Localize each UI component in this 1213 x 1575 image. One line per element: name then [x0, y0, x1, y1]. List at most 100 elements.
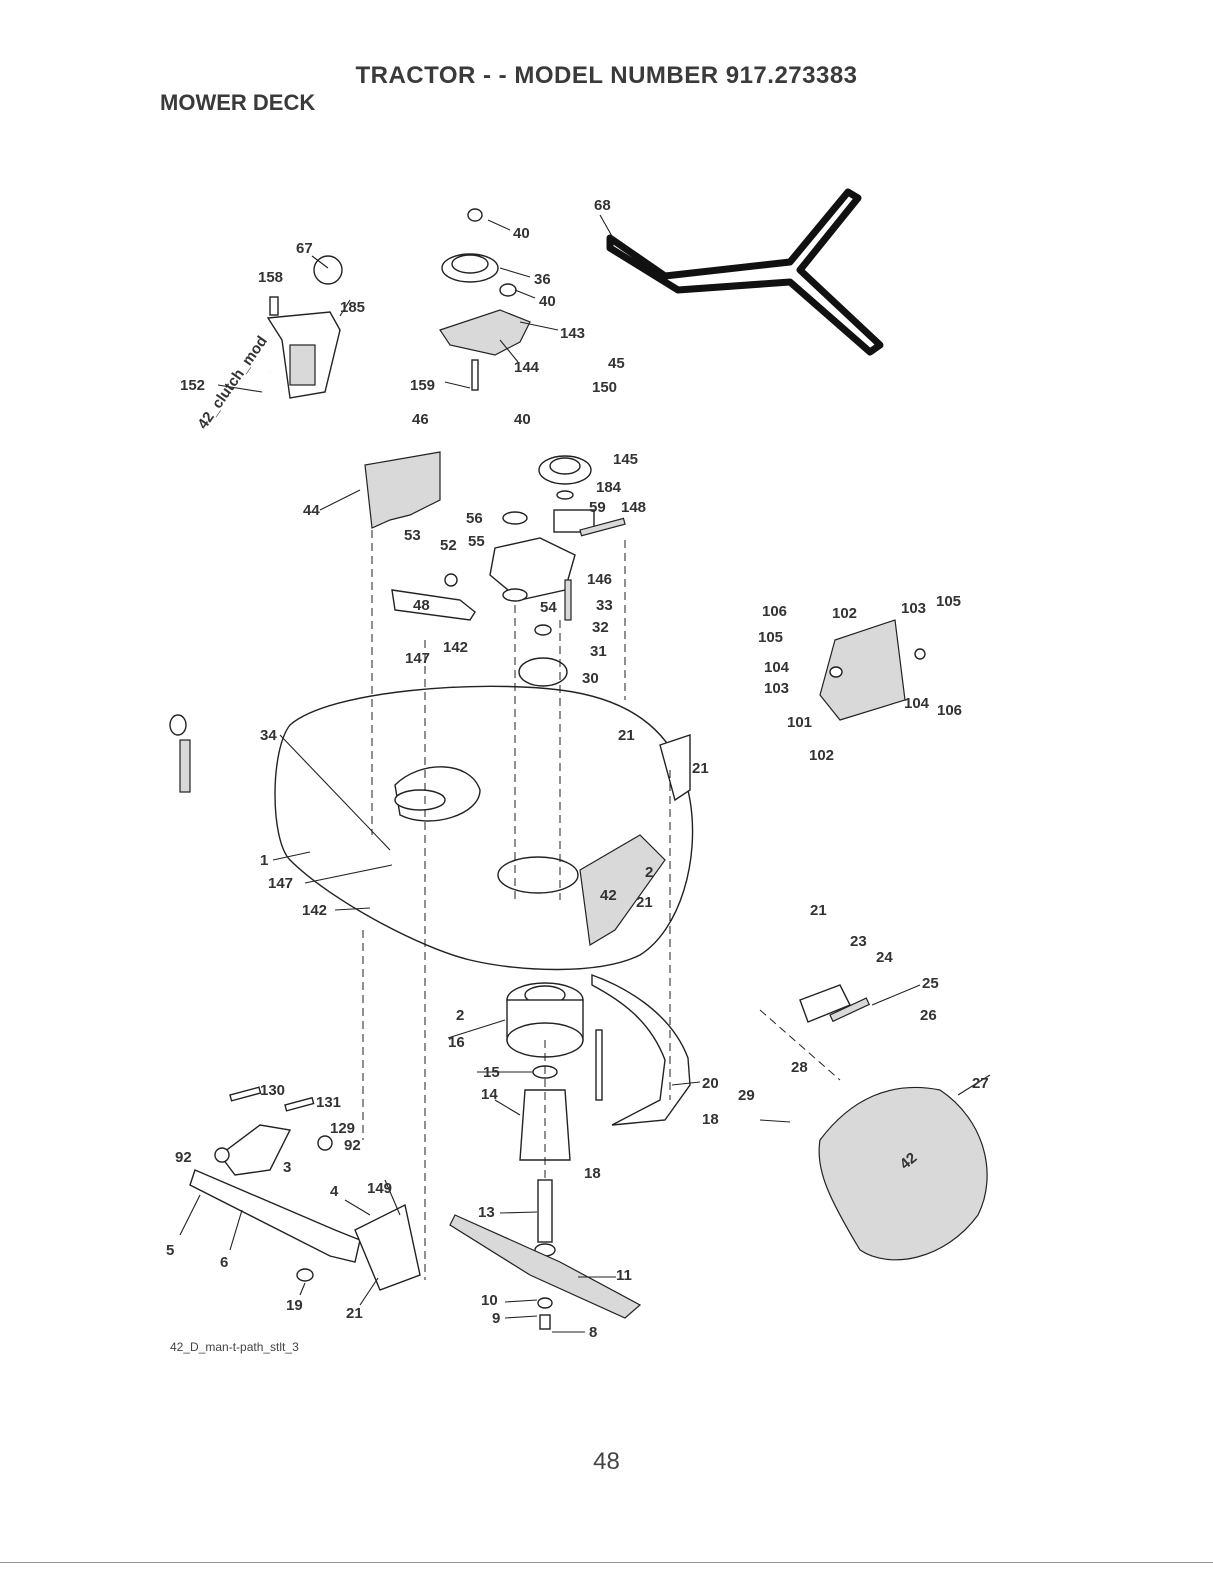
callout-3: 3: [283, 1159, 291, 1176]
callout-92: 92: [175, 1149, 192, 1166]
callout-36: 36: [534, 271, 551, 288]
page-number: 48: [593, 1448, 620, 1475]
callout-52: 52: [440, 537, 457, 554]
callout-27: 27: [972, 1075, 989, 1092]
callout-150: 150: [592, 379, 617, 396]
callout-46: 46: [412, 411, 429, 428]
callout-13: 13: [478, 1204, 495, 1221]
callout-159: 159: [410, 377, 435, 394]
callout-48: 48: [413, 597, 430, 614]
callout-185: 185: [340, 299, 365, 316]
diagram-file-label: 42_D_man-t-path_stlt_3: [170, 1340, 299, 1354]
clutch-cable: 42_clutch_mod: [162, 333, 271, 793]
callout-14: 14: [481, 1086, 498, 1103]
callout-56: 56: [466, 510, 483, 527]
callout-130: 130: [260, 1082, 285, 1099]
mower-deck-housing: 42: [274, 685, 694, 971]
callout-labels: 40 36 40 143 144 159 45 150 40 145 184 6…: [166, 197, 989, 1341]
callout-44: 44: [303, 502, 320, 519]
bottom-rule: [0, 1562, 1213, 1563]
chute-deflector: [819, 619, 926, 721]
callout-145: 145: [613, 451, 638, 468]
callout-55: 55: [468, 533, 485, 550]
callout-2: 2: [645, 864, 653, 881]
callout-101: 101: [787, 714, 812, 731]
callout-40: 40: [513, 225, 530, 242]
callout-143: 143: [560, 325, 585, 342]
callout-142: 142: [302, 902, 327, 919]
callout-18: 18: [702, 1111, 719, 1128]
callout-15: 15: [483, 1064, 500, 1081]
callout-30: 30: [582, 670, 599, 687]
callout-20: 20: [702, 1075, 719, 1092]
callout-53: 53: [404, 527, 421, 544]
callout-147: 147: [268, 875, 293, 892]
section-title: MOWER DECK: [160, 90, 316, 115]
callout-40: 40: [539, 293, 556, 310]
callout-9: 9: [492, 1310, 500, 1327]
callout-19: 19: [286, 1297, 303, 1314]
callout-11: 11: [616, 1267, 632, 1284]
idler-arm-bracket: [489, 455, 595, 687]
lift-link-assembly: [189, 1086, 421, 1291]
callout-40: 40: [514, 411, 531, 428]
drive-belt: [606, 188, 884, 356]
callout-4: 4: [330, 1183, 339, 1200]
callout-8: 8: [589, 1324, 597, 1341]
idler-arm: [391, 573, 476, 621]
callout-21: 21: [346, 1305, 363, 1322]
callout-6: 6: [220, 1254, 228, 1271]
callout-26: 26: [920, 1007, 937, 1024]
leader-lines: [179, 214, 991, 1333]
callout-184: 184: [596, 479, 622, 496]
callout-106: 106: [762, 603, 787, 620]
callout-21: 21: [636, 894, 653, 911]
callout-146: 146: [587, 571, 612, 588]
deck-badge: 42: [600, 887, 617, 904]
callout-106: 106: [937, 702, 962, 719]
callout-102: 102: [832, 605, 857, 622]
callout-23: 23: [850, 933, 867, 950]
callout-144: 144: [514, 359, 540, 376]
callout-54: 54: [540, 599, 557, 616]
callout-103: 103: [901, 600, 926, 617]
callout-149: 149: [367, 1180, 392, 1197]
callout-10: 10: [481, 1292, 498, 1309]
callout-104: 104: [764, 659, 790, 676]
callout-68: 68: [594, 197, 611, 214]
callout-129: 129: [330, 1120, 355, 1137]
callout-67: 67: [296, 240, 313, 257]
assembly-lines: [362, 530, 841, 1280]
callout-28: 28: [791, 1059, 808, 1076]
callout-5: 5: [166, 1242, 174, 1259]
callout-105: 105: [758, 629, 783, 646]
callout-148: 148: [621, 499, 646, 516]
callout-59: 59: [589, 499, 606, 516]
callout-31: 31: [590, 643, 607, 660]
callout-21: 21: [692, 760, 709, 777]
callout-45: 45: [608, 355, 625, 372]
callout-29: 29: [738, 1087, 755, 1104]
callout-104: 104: [904, 695, 930, 712]
callout-21: 21: [618, 727, 635, 744]
callout-33: 33: [596, 597, 613, 614]
callout-16: 16: [448, 1034, 465, 1051]
callout-158: 158: [258, 269, 283, 286]
baffle: [591, 974, 691, 1126]
mulch-cover: 42: [799, 984, 988, 1261]
callout-147: 147: [405, 650, 430, 667]
callout-92: 92: [344, 1137, 361, 1154]
callout-105: 105: [936, 593, 961, 610]
callout-102: 102: [809, 747, 834, 764]
belt-guard-44: [364, 451, 441, 529]
page-title: TRACTOR - - MODEL NUMBER 917.273383: [355, 62, 858, 89]
callout-21: 21: [810, 902, 827, 919]
callout-103: 103: [764, 680, 789, 697]
clutch-bracket: [266, 255, 343, 399]
callout-2: 2: [456, 1007, 464, 1024]
callout-18: 18: [584, 1165, 601, 1182]
callout-24: 24: [876, 949, 893, 966]
callout-25: 25: [922, 975, 939, 992]
callout-131: 131: [316, 1094, 341, 1111]
